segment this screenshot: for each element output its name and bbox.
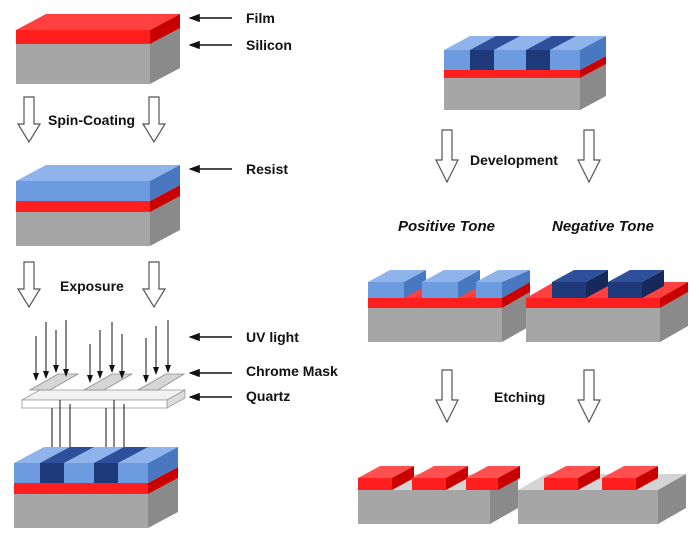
stage-resist-coated [16,165,180,246]
stage-patterned-resist [444,36,606,110]
stage-negative-tone-developed [526,270,688,342]
film-label: Film [246,10,275,26]
spin-coating-label: Spin-Coating [48,112,135,128]
chrome-mask-on-quartz [20,373,187,409]
stage-positive-tone-developed [368,270,530,342]
quartz-label: Quartz [246,388,290,404]
uv-light-label: UV light [246,329,299,345]
development-arrows [435,129,601,184]
exposure-arrows [16,261,167,309]
stage-exposed-resist [14,447,178,528]
stage-positive-tone-etched [358,466,520,524]
etching-label: Etching [494,389,545,405]
uv-light-rays [33,320,171,471]
etching-arrows [435,369,601,424]
silicon-label: Silicon [246,37,292,53]
chrome-mask-label: Chrome Mask [246,363,338,379]
development-label: Development [470,152,558,168]
stage-film-on-silicon [16,14,180,84]
exposure-label: Exposure [60,278,124,294]
resist-label: Resist [246,161,288,177]
negative-tone-label: Negative Tone [552,218,654,235]
positive-tone-label: Positive Tone [398,218,495,235]
spin-coating-arrows [16,96,167,144]
stage-negative-tone-etched [518,466,686,524]
